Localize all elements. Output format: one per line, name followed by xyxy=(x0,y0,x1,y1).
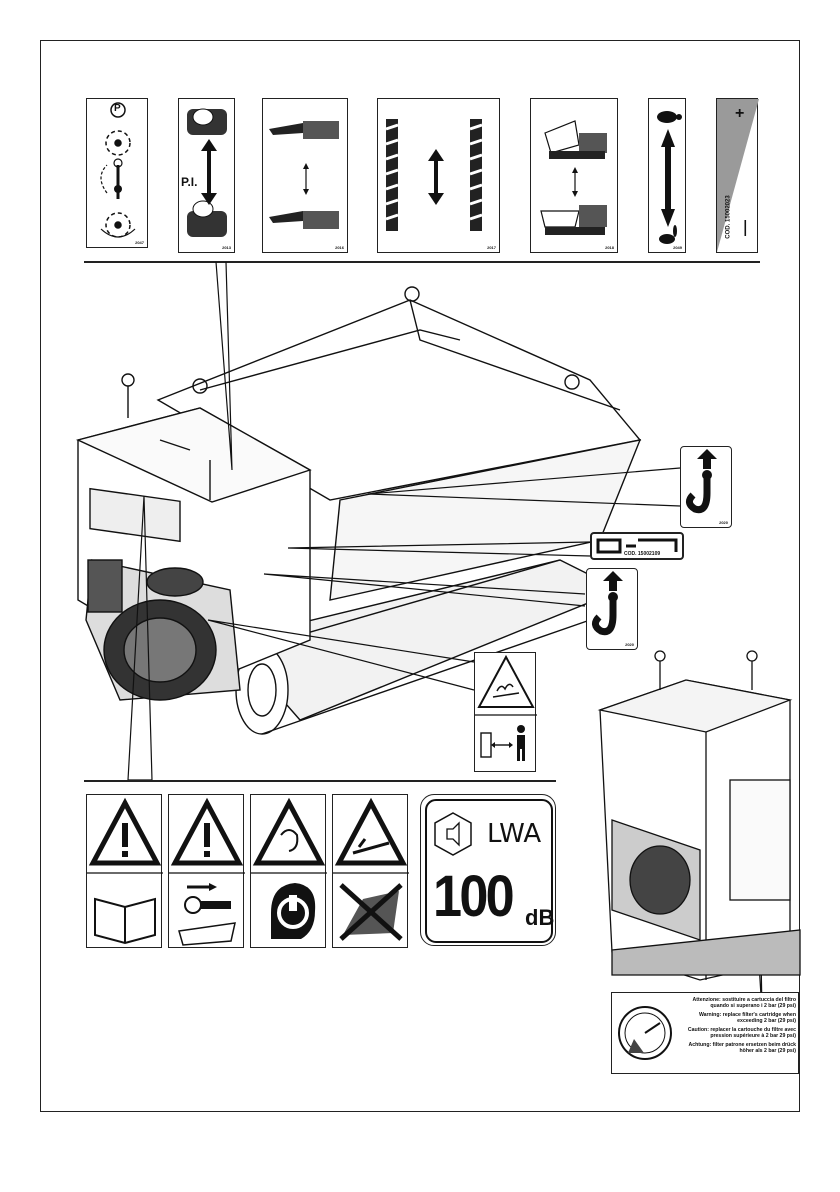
cod-label: COD. 15002023 xyxy=(725,195,732,239)
noise-unit: dB xyxy=(525,905,555,930)
key-icon xyxy=(184,896,202,914)
speaker-icon xyxy=(434,812,472,856)
throttle-decal: + — COD. 15002023 xyxy=(716,98,759,253)
pressure-gauge-icon xyxy=(618,1006,672,1060)
hot-exhaust-distance-decal xyxy=(474,652,537,772)
pi-tilt-decal: P.I. 2013 xyxy=(178,98,235,253)
skip-dump-decal: 2018 xyxy=(530,98,618,253)
decal-code: 2017 xyxy=(487,245,496,250)
turtle-icon xyxy=(657,111,682,123)
divider-bottom xyxy=(84,780,556,782)
book-icon xyxy=(94,897,156,945)
cod-decal: COD. 15002109 xyxy=(590,532,684,560)
plus-label: + xyxy=(735,105,745,122)
decal-code: 2020 xyxy=(625,642,634,647)
decal-code: 2013 xyxy=(222,245,231,250)
notice-en: Warning: replace filter's cartridge when… xyxy=(698,1012,796,1024)
minus-label: — xyxy=(737,220,754,236)
decal-code: 2018 xyxy=(605,245,614,250)
dump-lever-decal: 2016 xyxy=(262,98,348,253)
read-manual-decal xyxy=(86,794,163,948)
cod-label: COD. 15002109 xyxy=(624,551,661,557)
decal-code: 2016 xyxy=(335,245,344,250)
key-maintenance-decal xyxy=(168,794,245,948)
parking-label: P xyxy=(114,103,121,114)
lifting-hook-decal-2: 2020 xyxy=(586,568,638,650)
parking-brake-decal: P 2047 xyxy=(86,98,148,248)
pi-label: P.I. xyxy=(181,175,198,189)
page-frame xyxy=(40,40,800,1112)
hearing-protection-decal xyxy=(250,794,327,948)
notice-it: Attenzione: sostituire a cartuccia del f… xyxy=(692,997,796,1009)
rabbit-icon xyxy=(659,225,677,244)
lifting-hook-decal: 2020 xyxy=(680,446,732,528)
decal-code: 2047 xyxy=(135,240,144,245)
lwa-label: LWA xyxy=(487,819,542,849)
wrench-icon xyxy=(178,922,236,946)
filter-notice-decal: Attenzione: sostituire a cartuccia del f… xyxy=(611,992,799,1074)
divider-top xyxy=(84,261,760,263)
warning-icon xyxy=(252,797,326,866)
person-icon xyxy=(517,725,525,761)
warning-icon xyxy=(477,654,535,708)
track-direction-decal: 2017 xyxy=(377,98,500,253)
notice-fr: Caution: replacer la cartouche du filtre… xyxy=(687,1027,796,1039)
crush-hazard-decal xyxy=(332,794,409,948)
noise-level-decal: LWA 100 dB xyxy=(420,794,556,946)
hook-icon xyxy=(686,473,711,514)
decal-code: 2020 xyxy=(719,520,728,525)
gear-icon xyxy=(105,130,131,238)
decal-code: 2049 xyxy=(673,245,682,250)
noise-value: 100 xyxy=(433,864,515,929)
speed-decal: 2049 xyxy=(648,98,686,253)
notice-de: Achtung: filter patrone ersetzen beim dr… xyxy=(688,1042,796,1054)
warning-icon xyxy=(334,797,408,866)
hook-icon xyxy=(592,595,617,636)
